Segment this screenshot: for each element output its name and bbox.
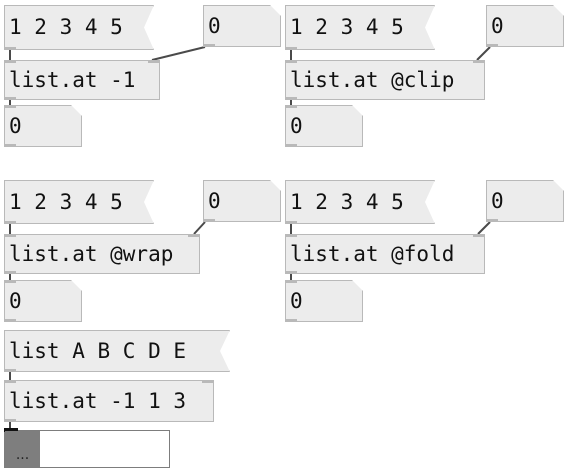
inlet[interactable] [285, 105, 297, 108]
output-number-box-4[interactable]: 0 [285, 280, 363, 322]
outlet[interactable] [4, 144, 16, 147]
number-value: 0 [290, 113, 303, 138]
output-number-box-2[interactable]: 0 [285, 105, 363, 147]
list-at-object-5[interactable]: list.at -1 1 3 [4, 380, 214, 422]
list-display-box[interactable]: ... [4, 428, 170, 468]
inlet[interactable] [4, 380, 16, 383]
outlet[interactable] [285, 271, 297, 274]
outlet[interactable] [4, 369, 16, 372]
outlet[interactable] [4, 47, 16, 50]
inlet[interactable] [285, 234, 297, 237]
message-text: list A B C D E [9, 338, 187, 363]
inlet[interactable] [285, 280, 297, 283]
number-value: 0 [491, 13, 504, 38]
index-number-box-3[interactable]: 0 [203, 180, 281, 222]
output-number-box-1[interactable]: 0 [4, 105, 82, 147]
object-text: list.at -1 1 3 [9, 388, 187, 413]
list-message-1[interactable]: 1 2 3 4 5 [4, 5, 154, 50]
outlet[interactable] [285, 221, 297, 224]
output-number-box-3[interactable]: 0 [4, 280, 82, 322]
list-at-object-1[interactable]: list.at -1 [4, 60, 160, 100]
index-number-box-4[interactable]: 0 [486, 180, 564, 222]
inlet[interactable] [4, 280, 16, 283]
outlet[interactable] [486, 44, 498, 47]
outlet[interactable] [4, 221, 16, 224]
outlet[interactable] [486, 219, 498, 222]
outlet[interactable] [4, 319, 16, 322]
inlet[interactable] [188, 234, 200, 237]
outlet[interactable] [4, 271, 16, 274]
list-message-2[interactable]: 1 2 3 4 5 [285, 5, 435, 50]
outlet[interactable] [4, 419, 16, 422]
inlet[interactable] [4, 428, 18, 432]
outlet[interactable] [203, 219, 215, 222]
number-value: 0 [208, 13, 221, 38]
message-text: 1 2 3 4 5 [290, 189, 404, 214]
number-value: 0 [491, 188, 504, 213]
inlet[interactable] [148, 60, 160, 63]
number-value: 0 [9, 113, 22, 138]
message-text: 1 2 3 4 5 [9, 15, 123, 39]
list-message-4[interactable]: 1 2 3 4 5 [285, 180, 435, 224]
inlet[interactable] [473, 60, 485, 63]
list-message-5[interactable]: list A B C D E [4, 330, 230, 372]
index-number-box-2[interactable]: 0 [486, 5, 564, 47]
list-at-object-2[interactable]: list.at @clip [285, 60, 485, 100]
object-text: list.at @clip [290, 67, 455, 92]
inlet[interactable] [4, 60, 16, 63]
outlet[interactable] [285, 144, 297, 147]
list-at-object-4[interactable]: list.at @fold [285, 234, 485, 274]
inlet[interactable] [202, 380, 214, 383]
object-text: list.at -1 [9, 67, 136, 92]
object-text: list.at @wrap [9, 241, 174, 266]
message-text: 1 2 3 4 5 [290, 15, 404, 39]
outlet[interactable] [285, 97, 297, 100]
inlet[interactable] [473, 234, 485, 237]
index-number-box-1[interactable]: 0 [203, 5, 281, 47]
number-value: 0 [208, 188, 221, 213]
inlet[interactable] [285, 60, 297, 63]
inlet[interactable] [4, 105, 16, 108]
inlet[interactable] [4, 234, 16, 237]
number-value: 0 [290, 288, 303, 313]
outlet[interactable] [285, 319, 297, 322]
outlet[interactable] [285, 47, 297, 50]
list-message-3[interactable]: 1 2 3 4 5 [4, 180, 154, 224]
outlet[interactable] [203, 44, 215, 47]
object-text: list.at @fold [290, 241, 455, 266]
ellipsis-icon[interactable]: ... [5, 431, 40, 467]
number-value: 0 [9, 288, 22, 313]
message-text: 1 2 3 4 5 [9, 189, 123, 214]
outlet[interactable] [4, 97, 16, 100]
list-at-object-3[interactable]: list.at @wrap [4, 234, 200, 274]
